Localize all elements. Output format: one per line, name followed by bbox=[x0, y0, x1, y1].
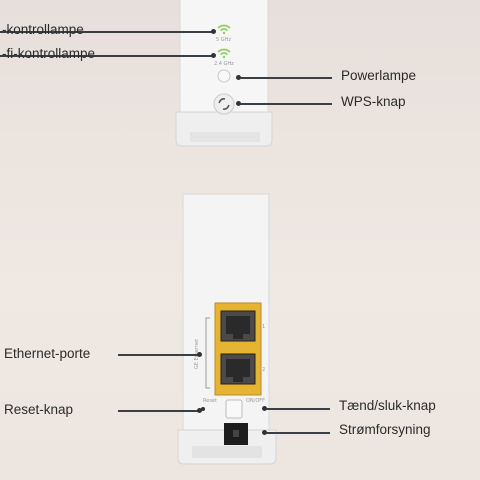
leader-dot-reset bbox=[197, 408, 202, 413]
leader-dot-wps bbox=[236, 101, 241, 106]
band-5g-mark: 5 GHz bbox=[216, 37, 232, 43]
router-back-view bbox=[177, 193, 277, 465]
power-mark: ON/OFF bbox=[246, 398, 266, 404]
leader-line-power-led bbox=[240, 77, 332, 79]
leader-line-led-2g bbox=[0, 31, 214, 33]
leader-line-power-supply bbox=[266, 432, 330, 434]
power-switch-icon bbox=[225, 399, 243, 419]
label-ethernet-ports: Ethernet-porte bbox=[4, 346, 91, 361]
label-power-switch: Tænd/sluk-knap bbox=[339, 398, 436, 413]
leader-dot-led-2g bbox=[211, 29, 216, 34]
leader-line-reset bbox=[118, 410, 200, 412]
label-reset-button: Reset-knap bbox=[4, 402, 74, 417]
label-power-supply: Strømforsyning bbox=[339, 422, 431, 437]
label-power-led: Powerlampe bbox=[341, 68, 417, 83]
router-front-view bbox=[175, 0, 273, 147]
leader-dot-led-5g bbox=[211, 53, 216, 58]
label-led-2g: -kontrollampe bbox=[2, 22, 84, 37]
wps-button-icon bbox=[213, 93, 235, 115]
leader-line-led-5g bbox=[0, 55, 214, 57]
leader-line-ethernet bbox=[118, 354, 200, 356]
label-wps-button: WPS-knap bbox=[341, 94, 406, 109]
reset-button-icon bbox=[201, 407, 205, 411]
band-24g-mark: 2.4 GHz bbox=[214, 61, 234, 67]
leader-line-power-switch bbox=[266, 408, 330, 410]
leader-line-wps bbox=[240, 103, 332, 105]
leader-dot-power-switch bbox=[262, 406, 267, 411]
power-led-icon bbox=[217, 69, 231, 83]
wifi-5g-led-icon bbox=[217, 24, 231, 35]
leader-dot-ethernet bbox=[197, 352, 202, 357]
port-1-mark: 1 bbox=[262, 324, 266, 330]
leader-dot-power-supply bbox=[262, 430, 267, 435]
leader-dot-power-led bbox=[236, 75, 241, 80]
ethernet-port-1 bbox=[220, 310, 256, 342]
wifi-24g-led-icon bbox=[217, 48, 231, 59]
port-2-mark: 2 bbox=[262, 367, 266, 373]
ethernet-port-2 bbox=[220, 353, 256, 385]
reset-mark: Reset bbox=[203, 398, 217, 404]
label-led-5g: -fi-kontrollampe bbox=[2, 46, 96, 61]
